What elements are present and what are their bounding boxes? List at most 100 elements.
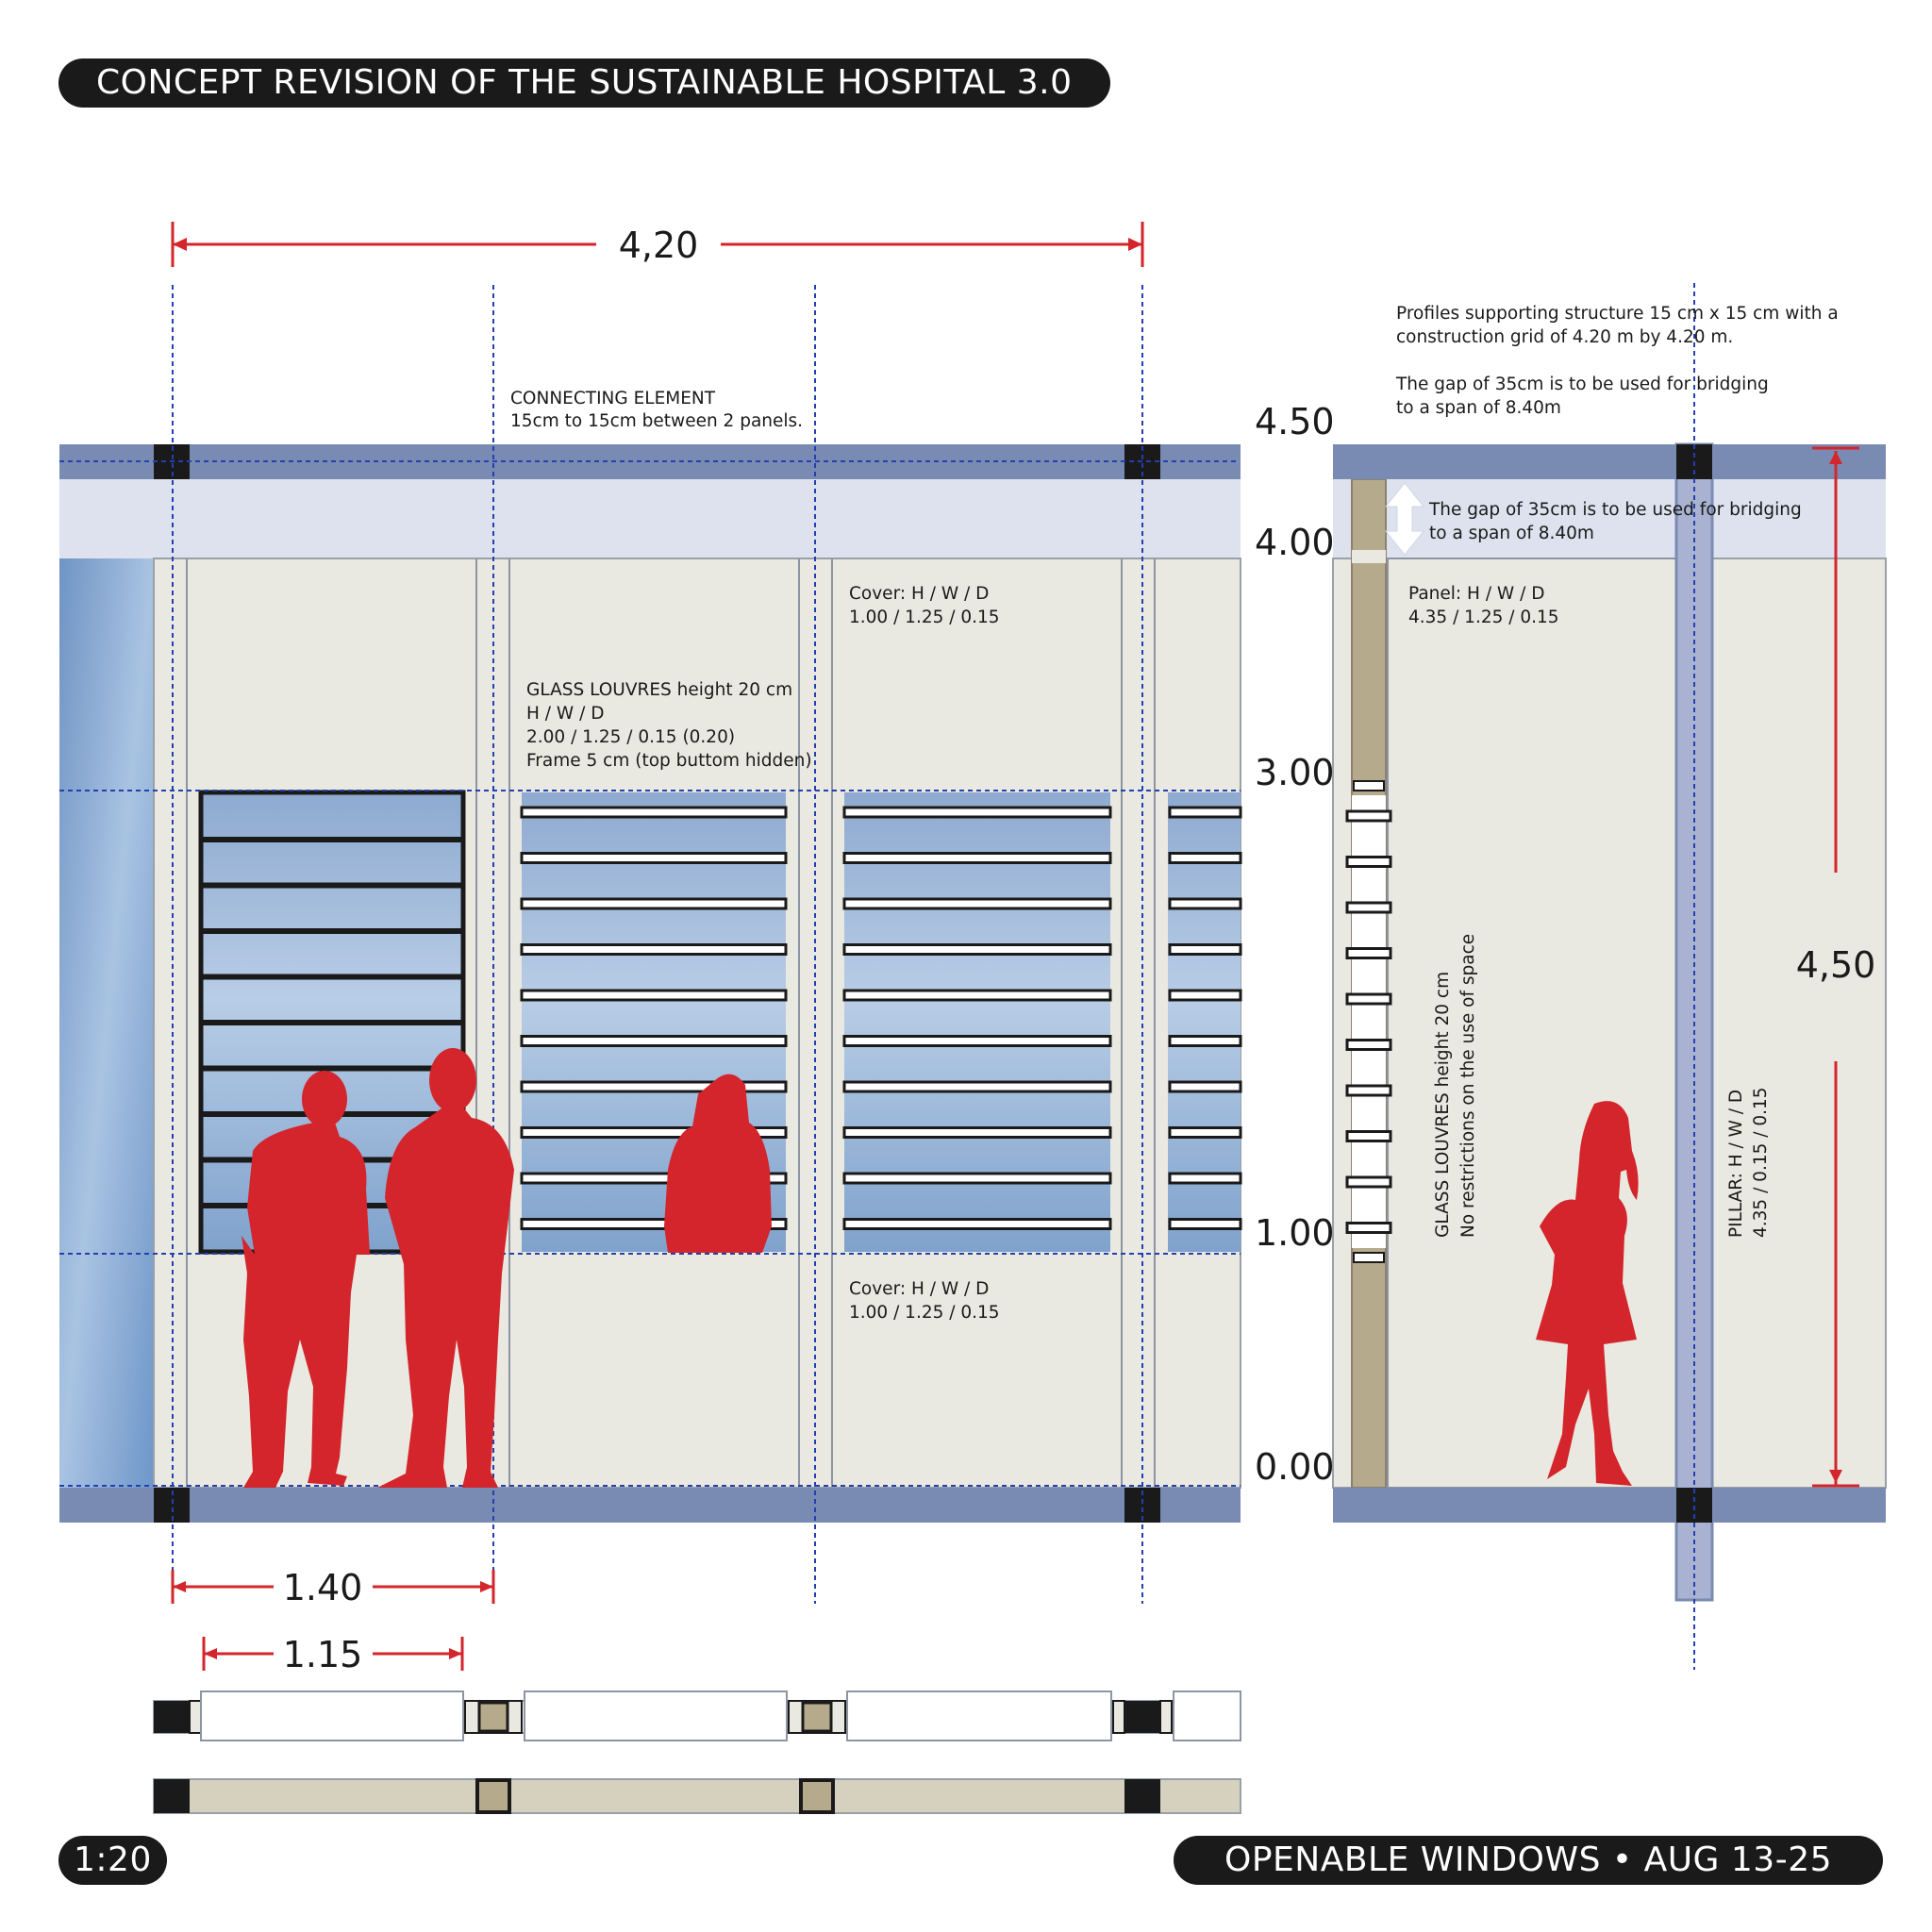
louvre-blade	[1168, 1218, 1242, 1230]
louvre-blade	[842, 1080, 1112, 1093]
louvre-blade	[842, 1126, 1112, 1139]
louvre-blade	[520, 1035, 788, 1047]
front-elevation	[59, 444, 1242, 1523]
louvre-blade	[1168, 806, 1242, 819]
louvre-section-blade	[1345, 1039, 1392, 1051]
louvre-section-cap	[1353, 1252, 1385, 1263]
title-banner: CONCEPT REVISION OF THE SUSTAINABLE HOSP…	[58, 58, 1110, 108]
note-gap-section: The gap of 35cm is to be used for bridgi…	[1428, 500, 1802, 520]
louvre-section-blade	[1345, 992, 1392, 1006]
louvre-blade	[520, 1126, 788, 1139]
level-label: 4.00	[1255, 522, 1335, 563]
note-louvres-vertical-space: No restrictions on the use of space	[1458, 934, 1478, 1238]
louvre-blade	[520, 943, 788, 956]
louvre-blade	[520, 1172, 788, 1185]
louvre-blade	[842, 1172, 1112, 1185]
scale-label: 1:20	[74, 1840, 152, 1879]
note-cover-top-dims: 1.00 / 1.25 / 0.15	[849, 608, 1000, 627]
subtitle-label: OPENABLE WINDOWS • AUG 13-25	[1224, 1840, 1832, 1879]
note-gap-section-span: to a span of 8.40m	[1429, 524, 1594, 543]
level-label: 1.00	[1255, 1212, 1335, 1254]
width-panel-label: 1.40	[283, 1567, 363, 1608]
note-cover-bottom: Cover: H / W / D	[849, 1279, 989, 1299]
louvre-blade	[520, 852, 788, 864]
louvre-blade	[1168, 1126, 1242, 1139]
louvre-blade	[520, 806, 788, 819]
louvre-blade	[1168, 1035, 1242, 1047]
note-louvres-frame: Frame 5 cm (top buttom hidden)	[526, 751, 812, 771]
louvre-blade	[842, 852, 1112, 864]
note-panel-dims: 4.35 / 1.25 / 0.15	[1408, 608, 1559, 627]
note-connecting-element: CONNECTING ELEMENT	[510, 389, 716, 408]
level-label: 4.50	[1255, 401, 1335, 442]
louvre-blade	[842, 1035, 1112, 1047]
plan-lower	[153, 1778, 1241, 1814]
note-cover-bottom-dims: 1.00 / 1.25 / 0.15	[849, 1303, 1000, 1323]
note-gap: The gap of 35cm is to be used for bridgi…	[1395, 375, 1769, 394]
scale-badge: 1:20	[58, 1836, 167, 1885]
person-silhouette	[242, 1048, 1639, 1488]
note-louvres-vertical: GLASS LOUVRES height 20 cm	[1433, 972, 1453, 1238]
note-cover-top: Cover: H / W / D	[849, 584, 989, 604]
louvre-section-opening	[1352, 795, 1386, 1248]
louvre-section-blade	[1345, 901, 1392, 914]
note-connecting-element-detail: 15cm to 15cm between 2 panels.	[510, 411, 803, 431]
louvre-blade	[842, 943, 1112, 956]
panel-seams	[186, 558, 1156, 1488]
louvre-section-blade	[1345, 1084, 1392, 1097]
section-top-beam	[1333, 444, 1886, 479]
section-gap-band	[1333, 479, 1886, 558]
width-total-label: 4,20	[619, 225, 699, 266]
double-arrow-icon	[1384, 482, 1425, 556]
page-title: CONCEPT REVISION OF THE SUSTAINABLE HOSP…	[96, 63, 1073, 102]
louvre-section-blade	[1345, 1175, 1392, 1189]
sky-strip	[59, 558, 154, 1488]
louvres-closed	[520, 806, 1242, 1230]
gap-band	[59, 479, 1241, 558]
section-panel	[1332, 558, 1887, 1489]
louvre-section-blade	[1345, 809, 1392, 823]
note-panel: Panel: H / W / D	[1408, 584, 1544, 604]
louvre-blade	[1168, 897, 1242, 910]
note-profiles: Profiles supporting structure 15 cm x 15…	[1396, 304, 1839, 324]
note-louvres: GLASS LOUVRES height 20 cm	[526, 680, 792, 700]
louvre-blade	[520, 1080, 788, 1093]
width-window-label: 1.15	[283, 1634, 363, 1675]
section-bottom-beam	[1333, 1488, 1886, 1523]
note-pillar-dims: 4.35 / 0.15 / 0.15	[1751, 1087, 1771, 1238]
louvre-blade	[520, 989, 788, 1002]
tan-panel-gap	[1352, 550, 1386, 563]
louvre-blade	[520, 1218, 788, 1230]
subtitle-banner: OPENABLE WINDOWS • AUG 13-25	[1174, 1836, 1883, 1885]
louvre-blade	[842, 897, 1112, 910]
section-louvres	[1345, 780, 1392, 1263]
louvre-blade	[1168, 1080, 1242, 1093]
louvre-blade	[842, 806, 1112, 819]
level-label: 0.00	[1255, 1446, 1335, 1488]
louvre-blade	[842, 989, 1112, 1002]
louvre-section-blade	[1345, 856, 1392, 868]
height-total-label: 4,50	[1796, 944, 1876, 986]
louvre-blade	[842, 1218, 1112, 1230]
louvre-blade	[1168, 1172, 1242, 1185]
level-label: 3.00	[1255, 752, 1335, 793]
note-pillar: PILLAR: H / W / D	[1726, 1090, 1746, 1238]
louvre-blade	[520, 897, 788, 910]
louvre-section-blade	[1345, 1222, 1392, 1234]
plan-upper	[153, 1690, 1241, 1741]
louvre-section-blade	[1345, 947, 1392, 959]
louvre-blade	[1168, 943, 1242, 956]
louvre-section-blade	[1345, 1130, 1392, 1142]
annotations: CONNECTING ELEMENT 15cm to 15cm between …	[510, 304, 1839, 1323]
note-louvres-hwd: H / W / D	[526, 704, 604, 724]
bottom-beam	[59, 1488, 1241, 1523]
note-louvres-dims: 2.00 / 1.25 / 0.15 (0.20)	[526, 727, 735, 747]
note-gap-span: to a span of 8.40m	[1396, 398, 1561, 418]
dimension-lines	[171, 222, 1859, 1671]
louvre-blade	[1168, 989, 1242, 1002]
louvre-section-cap	[1353, 780, 1385, 791]
louvre-blade	[1168, 852, 1242, 864]
note-profiles-grid: construction grid of 4.20 m by 4.20 m.	[1396, 327, 1733, 347]
